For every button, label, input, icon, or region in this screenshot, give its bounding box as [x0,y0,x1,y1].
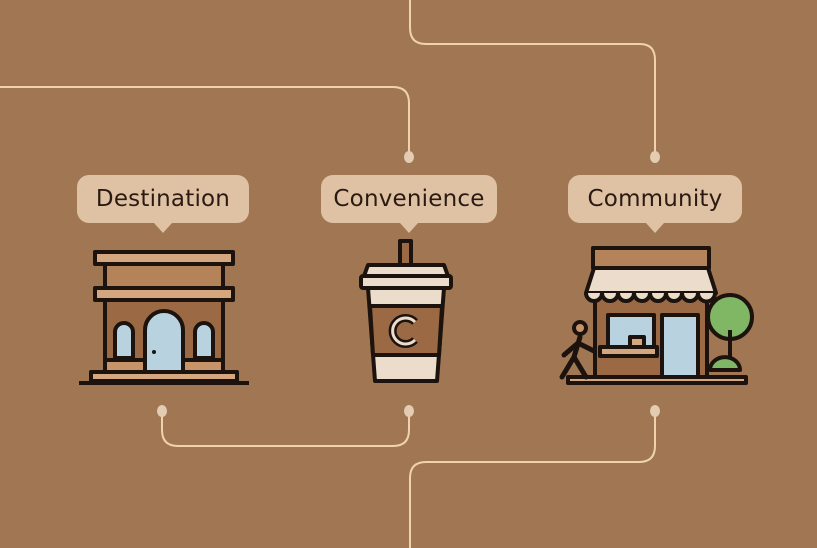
connector-bottom-left [161,410,410,447]
connector-bottom-right [409,410,656,548]
connector-top-left [0,86,410,157]
node-dot [650,405,660,417]
label-community: Community [568,175,742,233]
building-icon [79,250,249,385]
label-destination: Destination [77,175,249,233]
connector-top-right [409,0,656,157]
coffee-cup-icon [359,239,453,383]
label-convenience: Convenience [321,175,497,233]
node-dot [650,151,660,163]
node-dot [404,405,414,417]
storefront-icon [559,246,754,385]
node-dot [157,405,167,417]
node-dot [404,151,414,163]
